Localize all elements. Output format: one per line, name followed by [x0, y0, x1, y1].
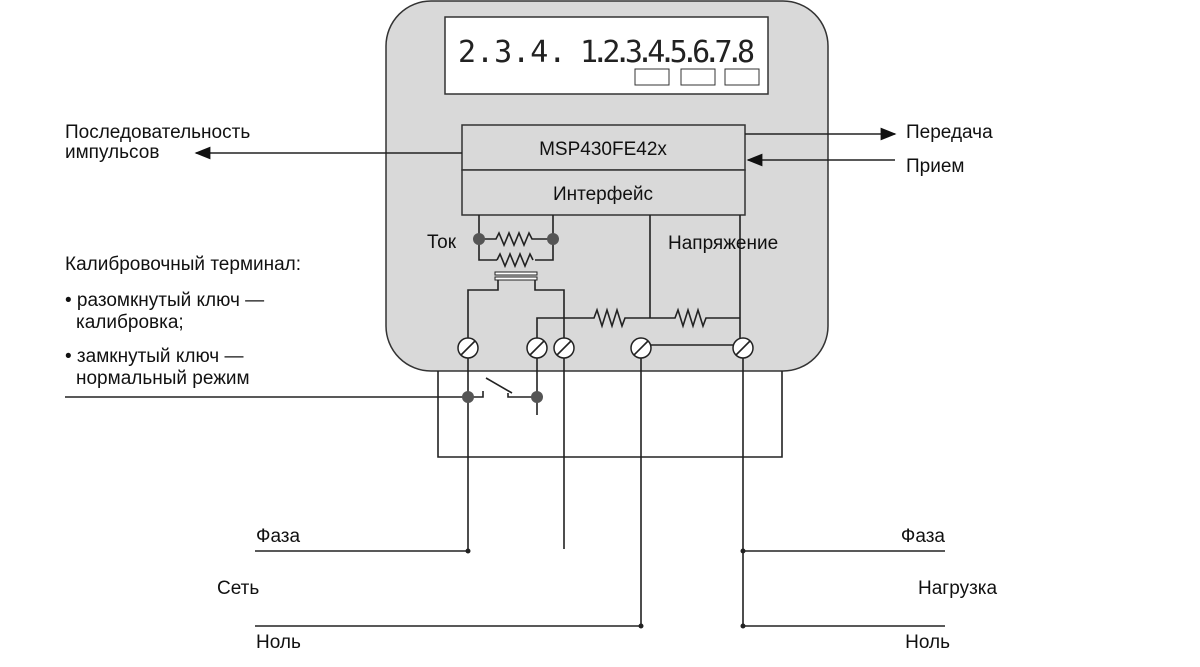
- coil: [496, 251, 534, 269]
- calibration-title: Калибровочный терминал:: [65, 254, 301, 275]
- display-left-digits: 2.3.4.: [458, 35, 566, 70]
- transmit-label: Передача: [906, 122, 993, 143]
- pulse-label-1: Последовательность: [65, 122, 250, 143]
- load-label: Нагрузка: [918, 578, 998, 599]
- interface-label: Интерфейс: [553, 184, 653, 205]
- terminal-screw: [526, 337, 548, 359]
- neutral-right-label: Ноль: [905, 632, 950, 653]
- phase-left-label: Фаза: [256, 526, 301, 547]
- open-switch-line-1: • разомкнутый ключ —: [65, 290, 264, 311]
- node-dot: [473, 233, 485, 245]
- phase-right-label: Фаза: [901, 526, 946, 547]
- voltage-label: Напряжение: [668, 233, 778, 254]
- closed-switch-line-1: • замкнутый ключ —: [65, 346, 243, 367]
- network-label: Сеть: [217, 578, 259, 599]
- node-dot: [547, 233, 559, 245]
- terminal-screw: [732, 337, 754, 359]
- chip-name: MSP430FE42x: [539, 139, 667, 160]
- display-right-digits: 1.2.3.4.5.6.7.8: [580, 35, 755, 70]
- shunt-resistor: [479, 230, 553, 248]
- external-wiring: [65, 358, 945, 629]
- pulse-label-2: импульсов: [65, 142, 159, 163]
- node-dot: [531, 391, 543, 403]
- chip-block: [461, 124, 746, 171]
- current-label: Ток: [427, 232, 457, 253]
- calibration-switch: [468, 377, 537, 398]
- terminal-screw: [457, 337, 479, 359]
- closed-switch-line-2: нормальный режим: [76, 368, 250, 389]
- lcd-display: 2.3.4. 1.2.3.4.5.6.7.8: [444, 16, 769, 95]
- terminal-screw: [553, 337, 575, 359]
- receive-label: Прием: [906, 156, 964, 177]
- neutral-left-label: Ноль: [256, 632, 301, 653]
- terminal-screw: [630, 337, 652, 359]
- current-circuit: [467, 215, 565, 339]
- open-switch-line-2: калибровка;: [76, 312, 184, 333]
- interface-block: [461, 169, 746, 216]
- voltage-circuit: [536, 215, 741, 346]
- node-dot: [462, 391, 474, 403]
